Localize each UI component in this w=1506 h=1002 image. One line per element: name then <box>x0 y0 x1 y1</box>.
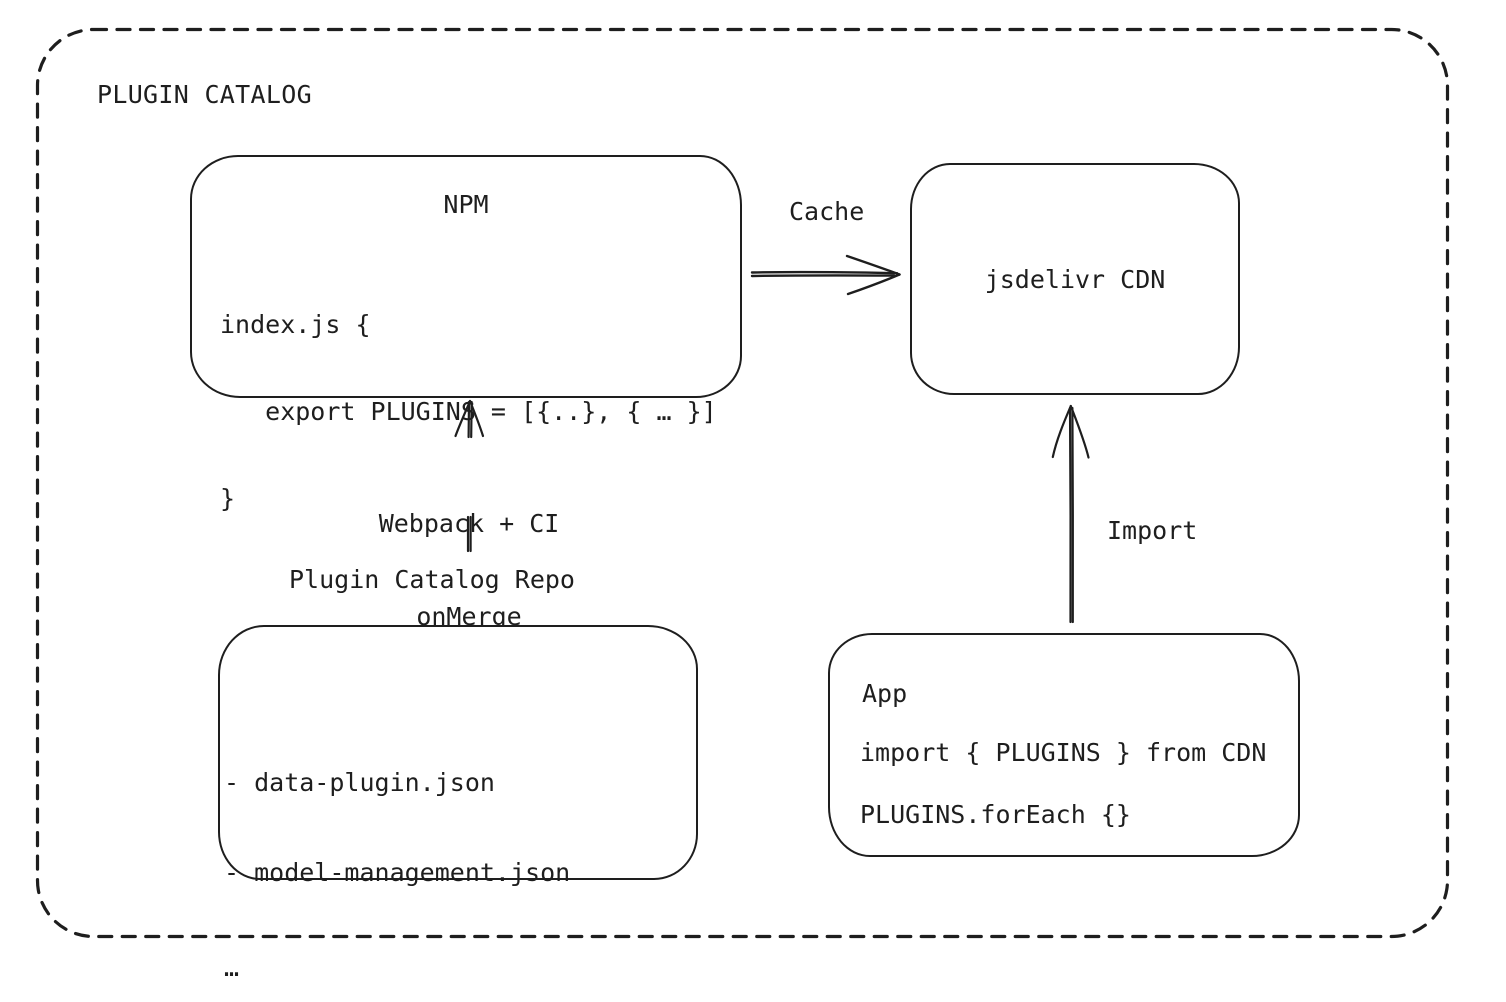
npm-code-line: } <box>220 484 236 513</box>
app-code-line: import { PLUGINS } from CDN <box>860 738 1267 767</box>
cdn-node-label: jsdelivr CDN <box>984 264 1166 294</box>
npm-code-block: index.js { export PLUGINS = [{..}, { … }… <box>220 252 717 571</box>
npm-node-title: NPM <box>443 190 489 219</box>
repo-node-caption: Plugin Catalog Repo <box>289 565 575 594</box>
build-arrow <box>454 399 485 439</box>
repo-file-list: - data-plugin.json - model-management.js… <box>224 708 570 1002</box>
catalog-frame-title: PLUGIN CATALOG <box>97 80 312 109</box>
node-plugin-catalog-repo: - data-plugin.json - model-management.js… <box>218 625 698 982</box>
repo-file-item-ellipsis: … <box>224 953 240 982</box>
node-app: App import { PLUGINS } from CDN PLUGINS.… <box>828 633 1300 857</box>
import-edge-label: Import <box>1107 516 1198 545</box>
repo-file-item: - data-plugin.json <box>224 768 495 797</box>
app-node-title: App <box>862 679 908 708</box>
import-arrow <box>1051 404 1090 624</box>
repo-file-item: - model-management.json <box>224 858 571 887</box>
cache-arrow <box>750 254 901 296</box>
npm-code-line: export PLUGINS = [{..}, { … }] <box>220 397 717 426</box>
npm-code-line: index.js { <box>220 310 371 339</box>
catalog-frame-border <box>35 27 1450 939</box>
cache-edge-label: Cache <box>789 197 865 226</box>
build-connector-line <box>466 515 472 553</box>
node-jsdelivr-cdn: jsdelivr CDN <box>910 163 1240 395</box>
app-code-line: PLUGINS.forEach {} <box>860 800 1131 829</box>
node-npm: NPM index.js { export PLUGINS = [{..}, {… <box>190 155 742 513</box>
build-edge-label-line1: Webpack + CI <box>378 509 560 538</box>
